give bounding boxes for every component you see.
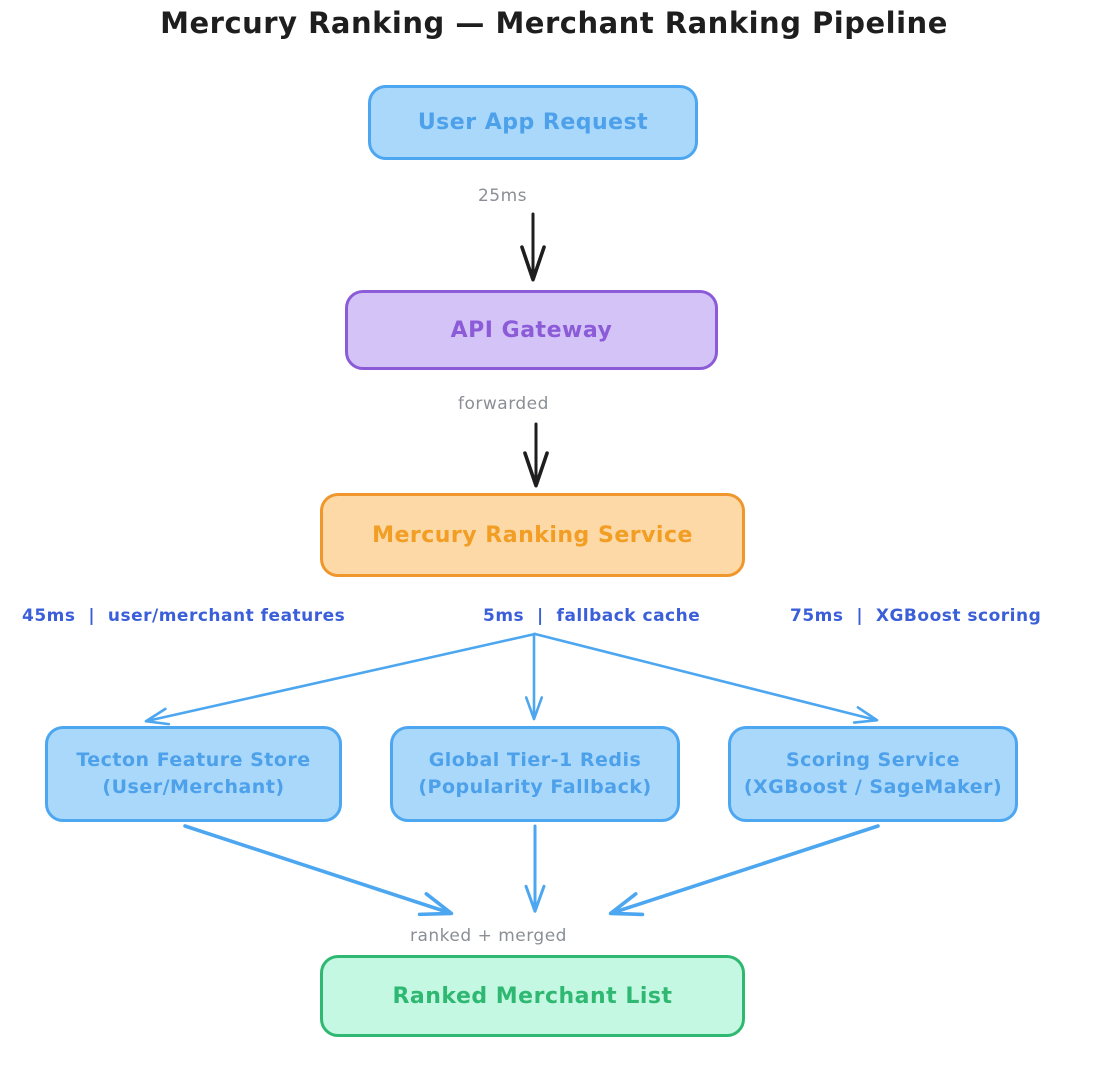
diagram-title: Mercury Ranking — Merchant Ranking Pipel… (160, 6, 948, 40)
node-label: Scoring Service (785, 749, 961, 772)
node-api-gateway: API Gateway (345, 290, 718, 370)
arrow-service-to-scoring (533, 632, 879, 724)
node-user-app-request: User App Request (368, 85, 698, 160)
edge-label-ranked-merged: ranked + merged (410, 926, 567, 946)
node-label: API Gateway (450, 317, 613, 343)
node-scoring-service: Scoring Service (XGBoost / SageMaker) (728, 726, 1018, 822)
node-global-tier1-redis: Global Tier-1 Redis (Popularity Fallback… (390, 726, 680, 822)
node-sublabel: (XGBoost / SageMaker) (743, 776, 1003, 798)
arrow-service-to-tecton (144, 632, 537, 726)
edge-label-features-latency: 45ms | user/merchant features (22, 606, 346, 626)
edge-label-scoring-latency: 75ms | XGBoost scoring (790, 606, 1042, 626)
node-tecton-feature-store: Tecton Feature Store (User/Merchant) (45, 726, 342, 822)
node-label: Mercury Ranking Service (372, 522, 693, 548)
edge-label-fallback-latency: 5ms | fallback cache (483, 606, 701, 626)
edge-label-25ms: 25ms (477, 186, 527, 206)
node-ranked-merchant-list: Ranked Merchant List (320, 955, 745, 1037)
node-mercury-ranking-service: Mercury Ranking Service (320, 493, 745, 577)
node-sublabel: (User/Merchant) (102, 776, 285, 798)
node-sublabel: (Popularity Fallback) (418, 776, 652, 798)
node-label: Tecton Feature Store (76, 749, 311, 772)
node-label: Global Tier-1 Redis (428, 749, 642, 772)
arrow-scoring-to-ranked (608, 824, 880, 917)
node-label: User App Request (417, 110, 649, 135)
node-label: Ranked Merchant List (392, 983, 673, 1009)
arrow-tecton-to-ranked (183, 824, 454, 917)
edge-label-forwarded: forwarded (458, 394, 549, 414)
